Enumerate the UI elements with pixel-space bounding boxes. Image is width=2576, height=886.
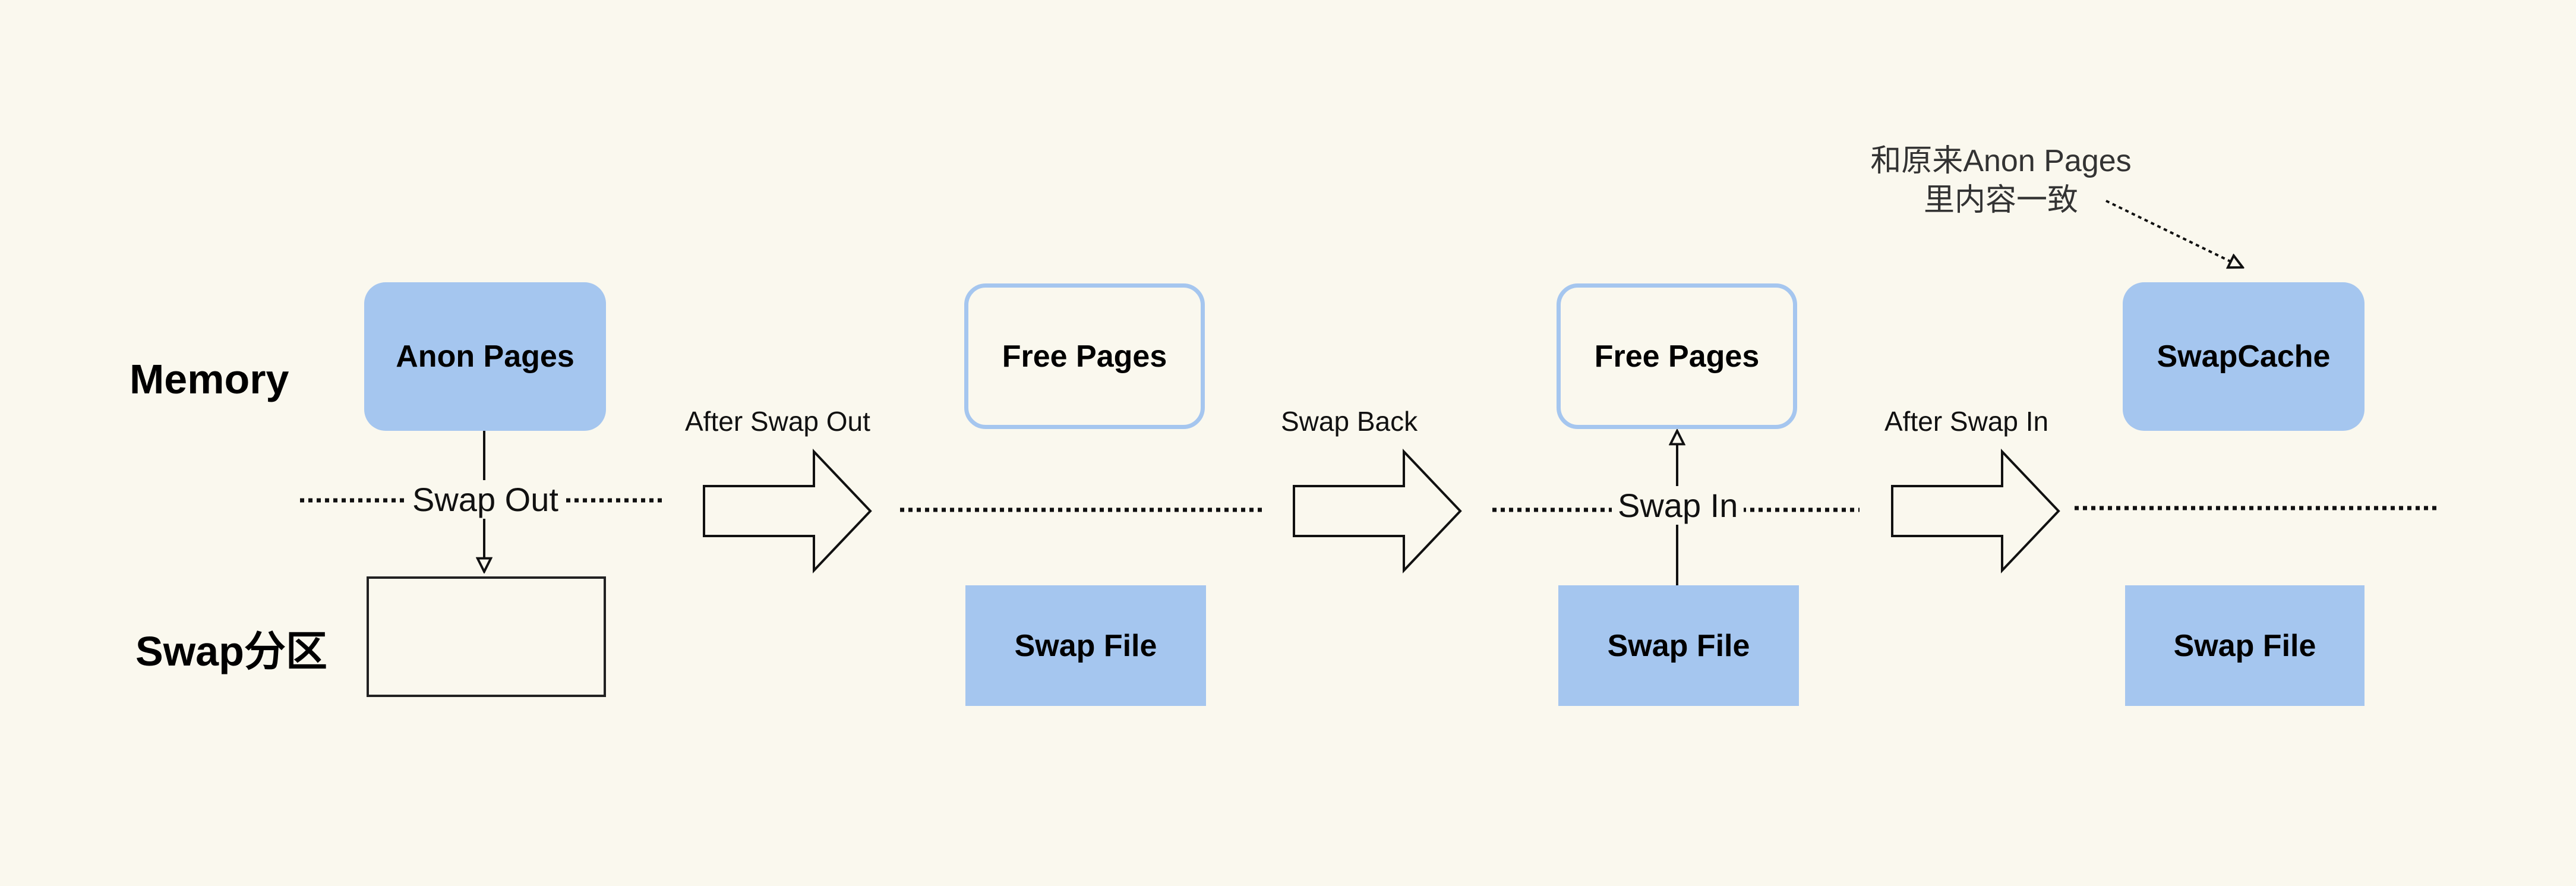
swap-in-label: Swap In bbox=[1612, 486, 1744, 525]
free-pages-box-1: Free Pages bbox=[964, 283, 1205, 429]
row-label-swap: Swap分区 bbox=[135, 628, 327, 674]
transition-arrow-2 bbox=[1293, 448, 1462, 574]
swapcache-box: SwapCache bbox=[2123, 282, 2365, 431]
swap-file-box-3: Swap File bbox=[2125, 585, 2365, 706]
free-pages-box-2: Free Pages bbox=[1557, 283, 1797, 429]
transition-label-3: After Swap In bbox=[1884, 406, 2049, 437]
annotation-line-1: 和原来Anon Pages bbox=[1870, 144, 2132, 178]
swap-file-box-1: Swap File bbox=[965, 585, 1206, 706]
empty-swap-box bbox=[367, 576, 606, 697]
swap-out-label: Swap Out bbox=[406, 480, 564, 519]
transition-arrow-3 bbox=[1891, 448, 2060, 574]
anon-pages-box: Anon Pages bbox=[364, 282, 606, 431]
swap-file-box-2: Swap File bbox=[1558, 585, 1799, 706]
transition-arrow-1 bbox=[703, 448, 872, 574]
transition-label-2: Swap Back bbox=[1281, 406, 1418, 437]
annotation-line-2: 里内容一致 bbox=[1923, 183, 2078, 217]
transition-label-1: After Swap Out bbox=[685, 406, 870, 437]
annotation-note: 和原来Anon Pages 里内容一致 bbox=[1858, 141, 2143, 220]
row-label-memory: Memory bbox=[130, 356, 289, 402]
